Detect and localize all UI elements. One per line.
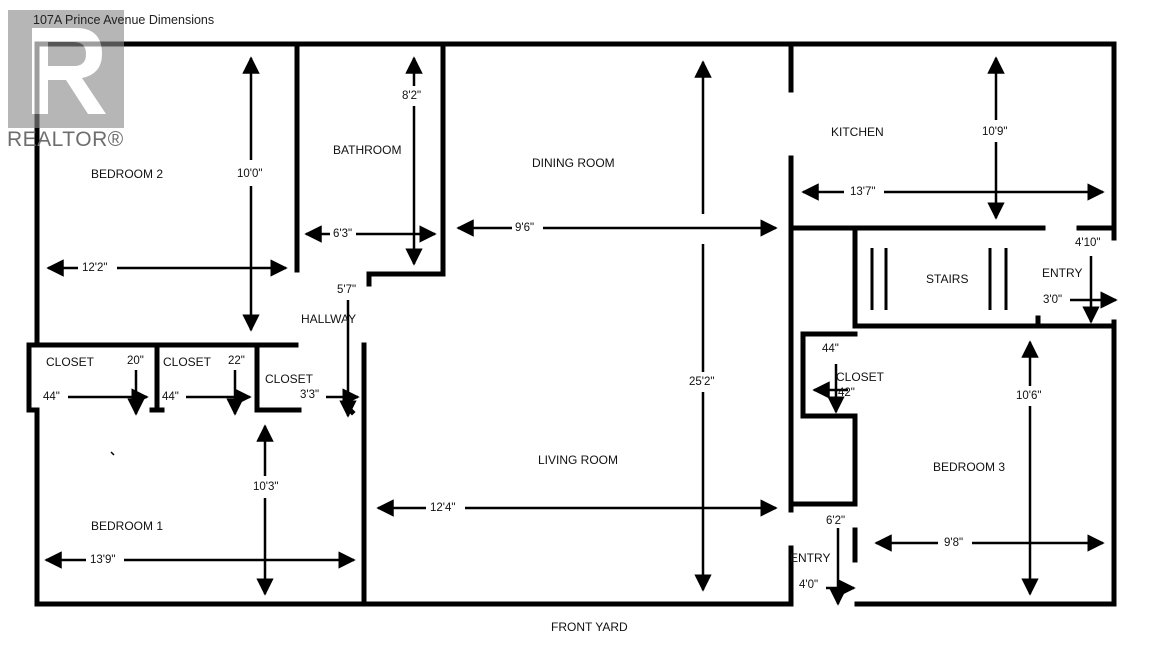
- dim-bathroom-width: 6'3": [333, 228, 353, 240]
- dim-bedroom-2-width: 12'2": [82, 262, 108, 274]
- room-label-hallway: HALLWAY: [301, 312, 357, 326]
- dim-closet-4-height: 42": [838, 387, 855, 399]
- room-label-closet-2: CLOSET: [163, 355, 212, 369]
- dim-closet-2-width: 44": [162, 391, 179, 403]
- room-label-closet-4: CLOSET: [836, 370, 885, 384]
- dim-closet-4-width: 44": [822, 343, 839, 355]
- room-label-stairs: STAIRS: [926, 272, 969, 286]
- room-label-bedroom-1: BEDROOM 1: [91, 519, 164, 533]
- stray-mark: [110, 451, 115, 456]
- stair-treads: [870, 248, 1008, 310]
- dim-kitchen-height: 10'9": [982, 126, 1008, 138]
- dim-bedroom-1-height: 10'3": [253, 481, 279, 493]
- room-label-front-yard: FRONT YARD: [551, 620, 628, 634]
- dim-bedroom-1-width: 13'9": [90, 554, 116, 566]
- realtor-wordmark: REALTOR®: [7, 128, 124, 151]
- dim-entry-south-width: 4'0": [799, 579, 819, 591]
- dim-bathroom-height: 8'2": [402, 90, 422, 102]
- room-label-bedroom-3: BEDROOM 3: [933, 460, 1006, 474]
- page-title: 107A Prince Avenue Dimensions: [33, 13, 215, 27]
- dim-kitchen-width: 13'7": [850, 186, 876, 198]
- room-label-entry-east: ENTRY: [1042, 266, 1083, 280]
- dim-hallway-width: 5'7": [337, 284, 357, 296]
- room-label-bedroom-2: BEDROOM 2: [91, 167, 164, 181]
- room-label-closet-3: CLOSET: [265, 372, 314, 386]
- realtor-r-icon: [8, 10, 124, 128]
- dim-entry-east-height: 4'10": [1075, 237, 1101, 249]
- dim-bedroom-3-height: 10'6": [1016, 390, 1042, 402]
- walls: [26, 41, 1117, 607]
- dim-closet-1-height: 20": [127, 355, 144, 367]
- room-label-living-room: LIVING ROOM: [538, 453, 619, 467]
- room-label-closet-1: CLOSET: [46, 355, 95, 369]
- dim-living-height: 25'2": [689, 376, 715, 388]
- room-label-bathroom: BATHROOM: [333, 143, 402, 157]
- room-label-kitchen: KITCHEN: [831, 125, 884, 139]
- dim-entry-south-height: 6'2": [826, 515, 846, 527]
- dim-closet-1-width: 44": [43, 391, 60, 403]
- room-label-dining-room: DINING ROOM: [532, 156, 615, 170]
- dim-closet-2-height: 22": [228, 355, 245, 367]
- dim-bedroom-2-height: 10'0": [237, 168, 263, 180]
- dimension-arrows: [44, 56, 1118, 606]
- dim-living-width: 12'4": [430, 502, 456, 514]
- dim-entry-east-width: 3'0": [1043, 294, 1063, 306]
- dim-closet-3-width: 3'3": [300, 389, 320, 401]
- dim-bedroom-3-width: 9'8": [944, 537, 964, 549]
- wall-living-west-stub: [346, 406, 356, 416]
- room-label-entry-south: ENTRY: [790, 551, 831, 565]
- dim-dining-width: 9'6": [515, 222, 535, 234]
